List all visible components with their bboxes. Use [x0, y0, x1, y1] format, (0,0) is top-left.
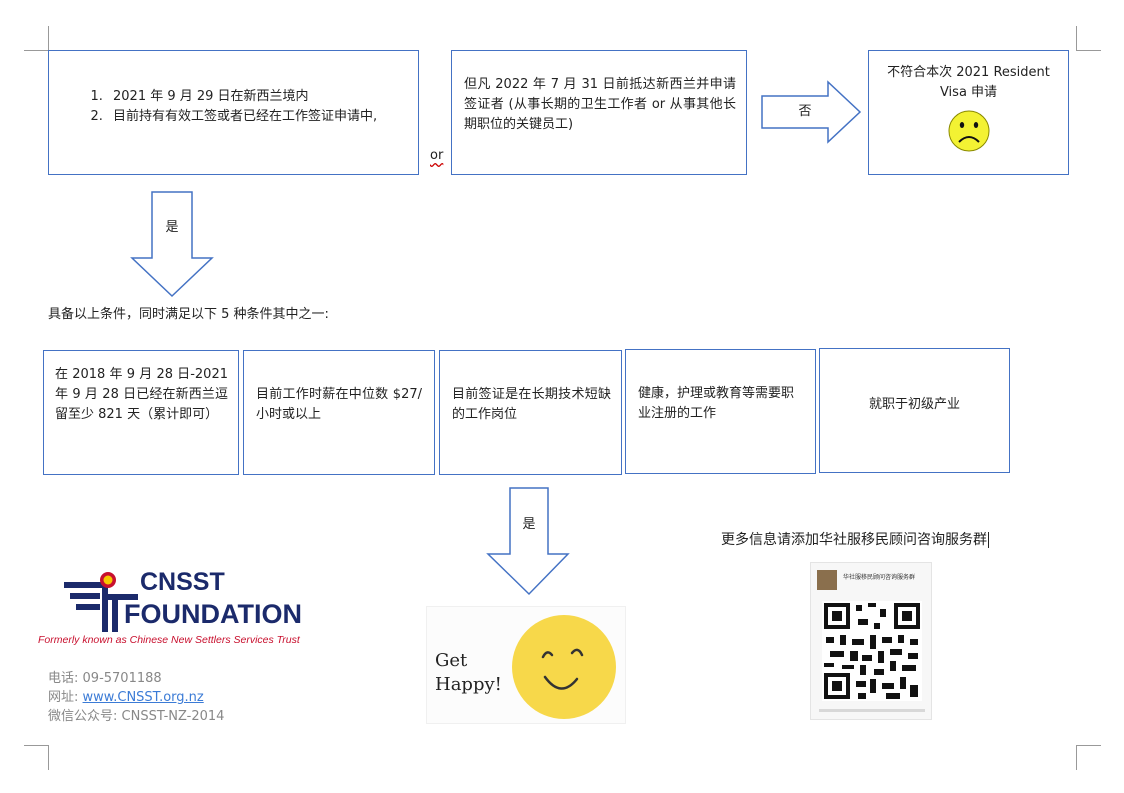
web-label: 网址: [48, 690, 79, 705]
wechat-value: CNSST-NZ-2014 [121, 709, 225, 724]
condition-intro: 具备以上条件，同时满足以下 5 种条件其中之一: [48, 307, 329, 322]
condition-box-1: 2021 年 9 月 29 日在新西兰境内 目前持有有效工签或者已经在工作签证申… [48, 50, 419, 175]
more-info-text: 更多信息请添加华社服移民顾问咨询服务群 [721, 530, 994, 550]
sad-face-icon [948, 110, 989, 152]
criterion-box-1: 在 2018 年 9 月 28 日-2021 年 9 月 28 日已经在新西兰逗… [43, 350, 239, 475]
condition-list: 2021 年 9 月 29 日在新西兰境内 目前持有有效工签或者已经在工作签证申… [85, 87, 408, 127]
ineligible-text: 不符合本次 2021 Resident Visa 申请 [887, 65, 1050, 100]
contact-website: 网址: www.CNSST.org.nz [48, 688, 224, 707]
qr-caption: 华社服移民顾问咨询服务群 [843, 574, 916, 581]
get-happy-line-2: Happy! [435, 674, 502, 695]
criterion-box-3: 目前签证是在长期技术短缺的工作岗位 [439, 350, 622, 475]
crop-mark-top-right [1076, 26, 1101, 51]
qr-card: 华社服移民顾问咨询服务群 [810, 562, 932, 720]
condition-box-2-text: 但凡 2022 年 7 月 31 日前抵达新西兰并申请签证者 (从事长期的卫生工… [464, 77, 736, 132]
criterion-text-5: 就职于初级产业 [868, 397, 960, 412]
condition-box-2: 但凡 2022 年 7 月 31 日前抵达新西兰并申请签证者 (从事长期的卫生工… [451, 50, 747, 175]
criterion-text-3: 目前签证是在长期技术短缺的工作岗位 [452, 387, 611, 422]
website-link[interactable]: www.CNSST.org.nz [82, 690, 204, 705]
criterion-text-4: 健康，护理或教育等需要职业注册的工作 [638, 386, 795, 421]
more-info-label: 更多信息请添加华社服移民顾问咨询服务群 [721, 532, 987, 548]
criterion-text-1: 在 2018 年 9 月 28 日-2021 年 9 月 28 日已经在新西兰逗… [55, 367, 228, 422]
logo-name-line-1: CNSST [140, 568, 225, 596]
no-label: 否 [798, 104, 812, 119]
crop-mark-bottom-left [24, 745, 49, 770]
crop-mark-bottom-right [1076, 745, 1101, 770]
logo-mark-icon [64, 572, 138, 632]
criterion-box-5: 就职于初级产业 [819, 348, 1010, 473]
contact-info: 电话: 09-5701188 网址: www.CNSST.org.nz 微信公众… [48, 669, 224, 726]
get-happy-text: Get Happy! [435, 649, 502, 697]
qr-footnote-line [819, 709, 925, 712]
cnsst-logo: CNSST FOUNDATION Formerly known as Chine… [36, 566, 336, 650]
criterion-box-2: 目前工作时薪在中位数 $27/小时或以上 [243, 350, 435, 475]
get-happy-line-1: Get [435, 650, 468, 671]
wechat-label: 微信公众号: [48, 709, 118, 724]
crop-mark-top-left [24, 26, 49, 51]
or-label: or [430, 148, 444, 163]
contact-phone: 电话: 09-5701188 [48, 669, 224, 688]
happy-face-icon [512, 615, 616, 719]
contact-wechat: 微信公众号: CNSST-NZ-2014 [48, 707, 224, 726]
result-box-ineligible: 不符合本次 2021 Resident Visa 申请 [868, 50, 1069, 175]
yes-label-1: 是 [165, 220, 179, 235]
criterion-box-4: 健康，护理或教育等需要职业注册的工作 [625, 349, 816, 474]
criterion-text-2: 目前工作时薪在中位数 $27/小时或以上 [256, 387, 422, 422]
yes-arrow-1 [130, 191, 214, 298]
phone-value: 09-5701188 [82, 671, 162, 686]
phone-label: 电话: [48, 671, 79, 686]
get-happy-image: Get Happy! [426, 606, 626, 724]
logo-name-line-2: FOUNDATION [124, 599, 302, 629]
logo-tagline: Formerly known as Chinese New Settlers S… [38, 634, 300, 646]
qr-code-icon[interactable] [822, 601, 922, 701]
no-arrow [761, 80, 862, 144]
yes-arrow-2 [486, 487, 570, 596]
yes-label-2: 是 [522, 517, 536, 532]
condition-item-2: 目前持有有效工签或者已经在工作签证申请中, [107, 107, 408, 127]
group-avatar [817, 570, 837, 590]
condition-item-1: 2021 年 9 月 29 日在新西兰境内 [107, 87, 408, 107]
text-cursor [988, 532, 994, 548]
